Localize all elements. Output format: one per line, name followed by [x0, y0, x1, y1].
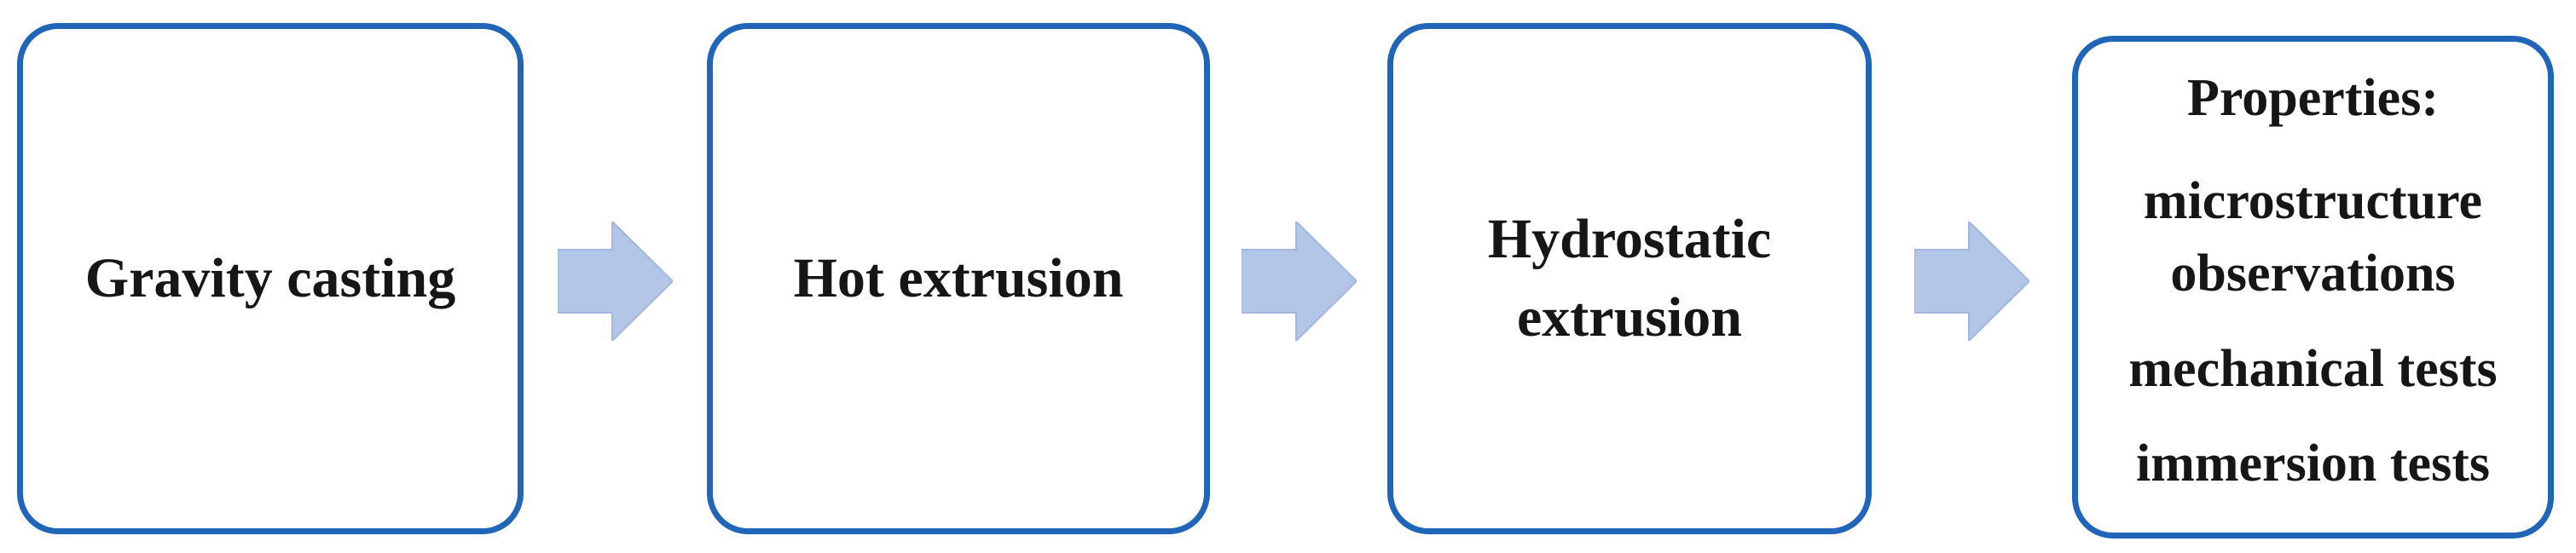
step-label: Hot extrusion [793, 246, 1124, 309]
step-label: Hydrostatic extrusion [1487, 207, 1772, 349]
process-box-hot-extrusion: Hot extrusion [707, 23, 1210, 534]
properties-item-microstructure-observations: microstructure observations [2143, 171, 2483, 303]
properties-title: Properties: [2187, 69, 2439, 128]
process-box-properties: Properties: microstructure observations … [2072, 36, 2554, 539]
right-arrow-icon [1242, 222, 1357, 341]
step-label: Gravity casting [84, 246, 456, 309]
process-box-gravity-casting: Gravity casting [17, 23, 524, 534]
right-arrow-icon [1914, 222, 2029, 341]
properties-item-mechanical-tests: mechanical tests [2128, 339, 2498, 398]
process-box-hydrostatic-extrusion: Hydrostatic extrusion [1387, 23, 1872, 534]
properties-item-immersion-tests: immersion tests [2136, 435, 2490, 493]
right-arrow-icon [558, 222, 673, 341]
